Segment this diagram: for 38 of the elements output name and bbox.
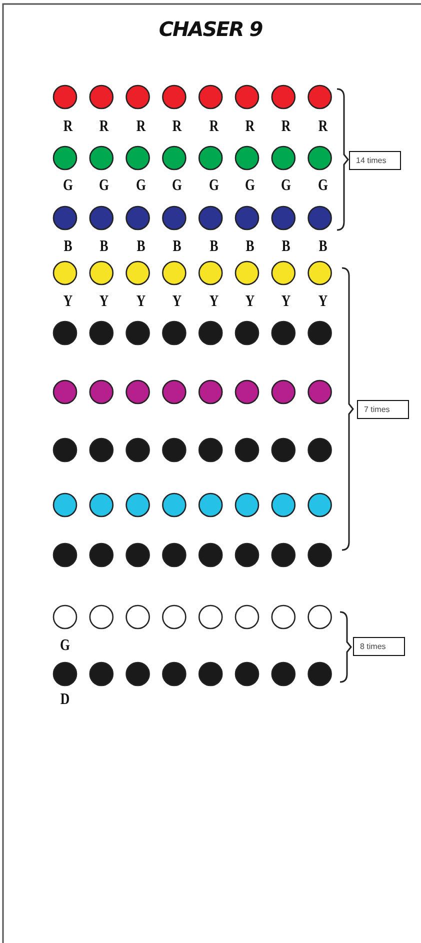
- channel-letter: Y: [62, 293, 74, 311]
- note-box: 7 times: [357, 400, 409, 419]
- channel-letter: G: [62, 177, 74, 195]
- channel-letter: G: [244, 177, 256, 195]
- channel-letter: R: [280, 118, 292, 136]
- channel-letter: G: [171, 177, 184, 195]
- channel-letter: R: [135, 118, 147, 136]
- channel-letter: Y: [244, 293, 256, 311]
- channel-letter: B: [99, 238, 110, 256]
- channel-letter: D: [59, 691, 71, 709]
- channel-letter: B: [281, 238, 292, 256]
- channel-letter: Y: [98, 293, 110, 311]
- channel-letter: R: [244, 118, 256, 136]
- channel-letter: G: [59, 637, 71, 655]
- channel-letter: Y: [280, 293, 292, 311]
- channel-letter: Y: [208, 293, 220, 311]
- channel-letter: B: [172, 238, 182, 256]
- channel-letter: G: [208, 177, 220, 195]
- channel-letter: G: [134, 177, 147, 195]
- channel-letter: Y: [172, 293, 183, 311]
- note-box: 14 times: [349, 151, 401, 170]
- channel-letter: Y: [317, 293, 328, 311]
- channel-letter: R: [62, 118, 74, 136]
- channel-letter: G: [280, 177, 292, 195]
- channel-letter: R: [208, 118, 220, 136]
- channel-letter: G: [98, 177, 110, 195]
- channel-letter: R: [98, 118, 110, 136]
- channel-letter: R: [317, 118, 329, 136]
- channel-letter: Y: [135, 293, 146, 311]
- channel-letter: R: [172, 118, 183, 136]
- channel-letter: G: [316, 177, 329, 195]
- note-box: 8 times: [353, 637, 405, 656]
- channel-letter: B: [62, 238, 74, 256]
- channel-letter: B: [244, 238, 256, 256]
- title: CHASER 9: [158, 17, 264, 41]
- channel-letter: B: [318, 238, 328, 256]
- channel-letter: B: [208, 238, 219, 256]
- channel-letter: B: [136, 238, 146, 256]
